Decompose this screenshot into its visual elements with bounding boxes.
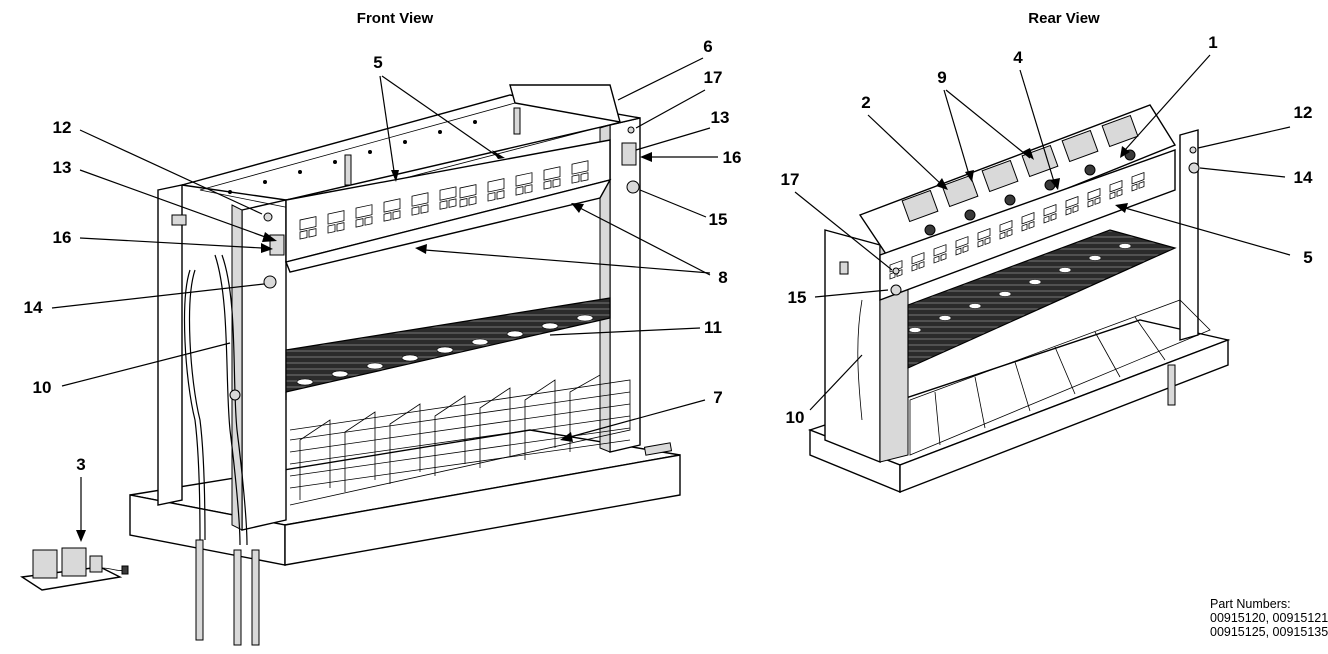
callout-rear-1: 1 bbox=[1208, 33, 1217, 52]
callout-front-16-left: 16 bbox=[53, 228, 72, 247]
callout-rear-9: 9 bbox=[937, 68, 946, 87]
callout-front-6: 6 bbox=[703, 37, 712, 56]
front-grate-shelf bbox=[285, 297, 611, 393]
callout-front-15: 15 bbox=[709, 210, 728, 229]
callout-front-3: 3 bbox=[76, 455, 85, 474]
rear-grate-holes bbox=[908, 243, 1132, 333]
front-right-post bbox=[609, 117, 641, 453]
front-base-front bbox=[284, 454, 681, 566]
front-base-label-plate bbox=[643, 442, 673, 456]
rear-leg bbox=[1167, 364, 1176, 406]
front-callouts: 5 6 17 13 16 15 12 13 16 8 14 11 10 bbox=[24, 37, 742, 542]
rear-pin-17 bbox=[892, 267, 900, 275]
rear-view-illustration bbox=[807, 104, 1231, 494]
callout-rear-17: 17 bbox=[781, 170, 800, 189]
front-wire-racks bbox=[289, 374, 631, 506]
rear-base-front bbox=[899, 338, 1229, 494]
rear-callouts: 9 4 1 2 12 17 14 5 15 10 bbox=[781, 33, 1313, 427]
front-knob-14 bbox=[263, 275, 277, 289]
part-numbers-line-2: 00915125, 00915135 bbox=[1210, 625, 1328, 639]
callout-front-5: 5 bbox=[373, 53, 382, 72]
rear-grate-shelf bbox=[907, 229, 1177, 369]
callout-front-12: 12 bbox=[53, 118, 72, 137]
front-leg-2 bbox=[233, 549, 242, 646]
front-power-module bbox=[20, 547, 129, 591]
rear-view-title: Rear View bbox=[1028, 10, 1100, 27]
callout-rear-14: 14 bbox=[1294, 168, 1313, 187]
callout-front-8: 8 bbox=[718, 268, 727, 287]
part-numbers-heading: Part Numbers: bbox=[1210, 597, 1291, 611]
rear-top-electronics-tray bbox=[858, 104, 1177, 261]
rear-left-post bbox=[824, 229, 881, 464]
callout-front-13-right: 13 bbox=[711, 108, 730, 127]
front-grate-holes bbox=[296, 314, 594, 386]
front-hose-assembly bbox=[171, 214, 248, 546]
front-pin-12 bbox=[263, 212, 273, 222]
callout-rear-10: 10 bbox=[786, 408, 805, 427]
front-top-trough bbox=[181, 94, 641, 201]
callout-front-10: 10 bbox=[33, 378, 52, 397]
callout-rear-5: 5 bbox=[1303, 248, 1312, 267]
rear-control-panel bbox=[879, 149, 1176, 302]
front-panel-ledge bbox=[285, 178, 612, 273]
rear-knob-15 bbox=[890, 284, 902, 296]
callout-front-13-left: 13 bbox=[53, 158, 72, 177]
callout-front-16-right: 16 bbox=[723, 148, 742, 167]
front-leg-1 bbox=[195, 539, 204, 641]
front-top-end-cap bbox=[509, 84, 621, 123]
front-top-mount-holes bbox=[228, 120, 477, 194]
front-bracket-13-right bbox=[621, 142, 637, 166]
front-view-illustration bbox=[20, 84, 681, 646]
front-pin-17 bbox=[627, 126, 635, 134]
callout-rear-4: 4 bbox=[1013, 48, 1023, 67]
front-left-post-side bbox=[231, 204, 243, 531]
callout-front-11: 11 bbox=[704, 318, 722, 337]
rear-control-boards bbox=[901, 114, 1139, 236]
rear-bottom-bins bbox=[909, 299, 1211, 456]
callout-rear-2: 2 bbox=[861, 93, 870, 112]
front-view-title: Front View bbox=[357, 10, 434, 27]
front-left-rear-post bbox=[157, 184, 183, 506]
front-knob-15 bbox=[626, 180, 640, 194]
callout-front-14: 14 bbox=[24, 298, 43, 317]
front-control-keypads bbox=[299, 160, 589, 240]
rear-knob-14 bbox=[1188, 162, 1200, 174]
callout-front-7: 7 bbox=[713, 388, 722, 407]
part-numbers-block: Part Numbers: 00915120, 00915121, 009151… bbox=[1210, 597, 1328, 639]
front-leg-3 bbox=[251, 549, 260, 646]
callout-rear-12: 12 bbox=[1294, 103, 1313, 122]
rear-pin-12 bbox=[1189, 146, 1197, 154]
callout-front-17: 17 bbox=[704, 68, 723, 87]
part-numbers-line-1: 00915120, 00915121, bbox=[1210, 611, 1328, 625]
callout-rear-15: 15 bbox=[788, 288, 807, 307]
